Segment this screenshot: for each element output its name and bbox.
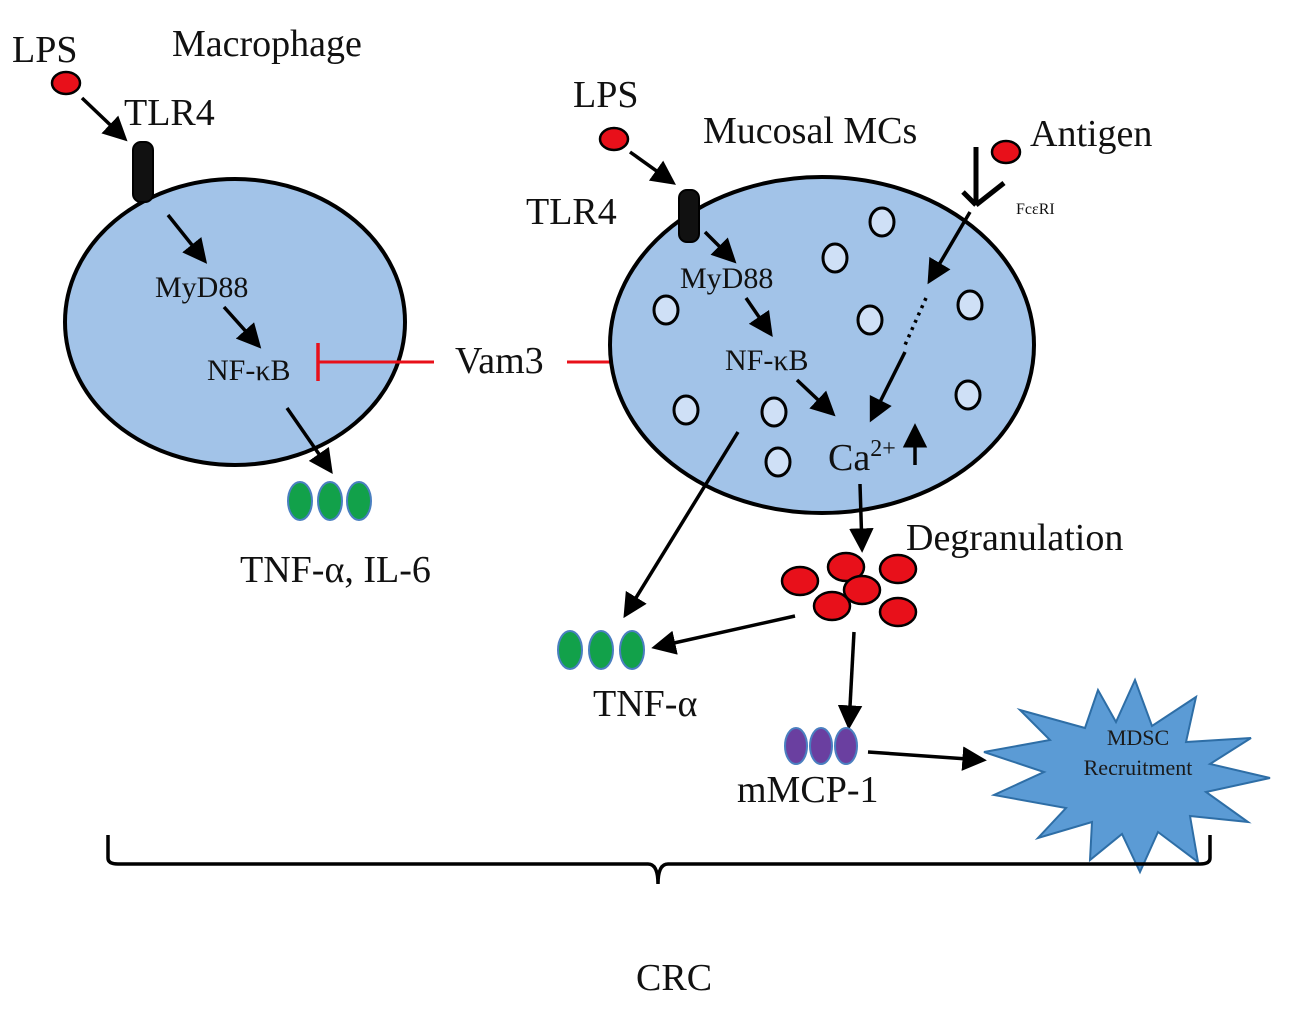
tlr4-right-label: TLR4 (526, 191, 617, 233)
arrow-lps-tlr4-right (628, 150, 676, 185)
mucosal-mcs-label: Mucosal MCs (703, 110, 917, 152)
signal-dotted-path (903, 297, 928, 346)
lps-right-icon (598, 126, 630, 152)
arrow-myd88-nfkb-right (744, 297, 773, 338)
arrow-nfkb-cytokines-left (285, 407, 333, 475)
calcium-label: Ca2+ (828, 436, 896, 479)
granules (652, 206, 984, 478)
antigen-label: Antigen (1030, 113, 1152, 155)
macrophage-label: Macrophage (172, 23, 362, 65)
myd88-right-label: MyD88 (680, 262, 773, 295)
tlr4-left-receptor-icon (132, 141, 154, 203)
mmcp1-icons (784, 727, 858, 765)
macrophage-cell (63, 177, 407, 467)
vam3-label: Vam3 (455, 340, 544, 382)
antigen-icon (990, 139, 1022, 165)
arrow-fceri-signal (927, 211, 972, 285)
myd88-left-label: MyD88 (155, 271, 248, 304)
arrow-calcium-degranulation (849, 483, 874, 553)
arrow-mmcp1-mdsc (867, 746, 987, 771)
fceri-label: FcεRI (1016, 201, 1055, 218)
arrow-tlr4-myd88-left (166, 213, 208, 264)
crc-brace (106, 835, 1212, 885)
calcium-base: Ca (828, 437, 870, 479)
arrow-cell-tnf-right (623, 431, 740, 619)
tnf-right-icons (557, 630, 645, 670)
tnf-right-label: TNF-α (593, 683, 697, 725)
mdsc-starburst-icon (983, 677, 1271, 875)
arrow-nfkb-calcium (795, 378, 836, 417)
degranulated-granules (780, 551, 918, 628)
nfkb-right-label: NF-κB (725, 344, 808, 377)
mmcp1-label: mMCP-1 (737, 769, 878, 811)
inhibition-left (316, 343, 434, 381)
arrow-tlr4-myd88-right (703, 230, 737, 264)
crc-label: CRC (636, 957, 712, 999)
mucosal-mast-cell (608, 175, 1036, 515)
arrow-signal-calcium (869, 351, 907, 423)
tlr4-right-receptor-icon (678, 189, 700, 243)
nfkb-left-label: NF-κB (207, 354, 290, 387)
arrow-myd88-nfkb-left (222, 305, 262, 349)
fc-receptor-icon (961, 147, 1006, 207)
lps-left-icon (50, 70, 82, 96)
mdsc-label-line1: MDSC (1107, 725, 1169, 750)
arrow-lps-tlr4-left (80, 96, 128, 142)
cytokine-left-icons (287, 481, 372, 521)
arrow-degranulation-mmcp1 (837, 631, 863, 730)
mdsc-label-line2: Recruitment (1084, 755, 1193, 780)
cytokines-left-label: TNF-α, IL-6 (240, 549, 431, 591)
lps-left-label: LPS (12, 29, 77, 71)
degranulation-label: Degranulation (906, 517, 1123, 559)
lps-right-label: LPS (573, 74, 638, 116)
calcium-superscript: 2+ (870, 436, 896, 462)
tlr4-left-label: TLR4 (124, 92, 215, 134)
arrow-degranulation-tnf (651, 614, 796, 655)
